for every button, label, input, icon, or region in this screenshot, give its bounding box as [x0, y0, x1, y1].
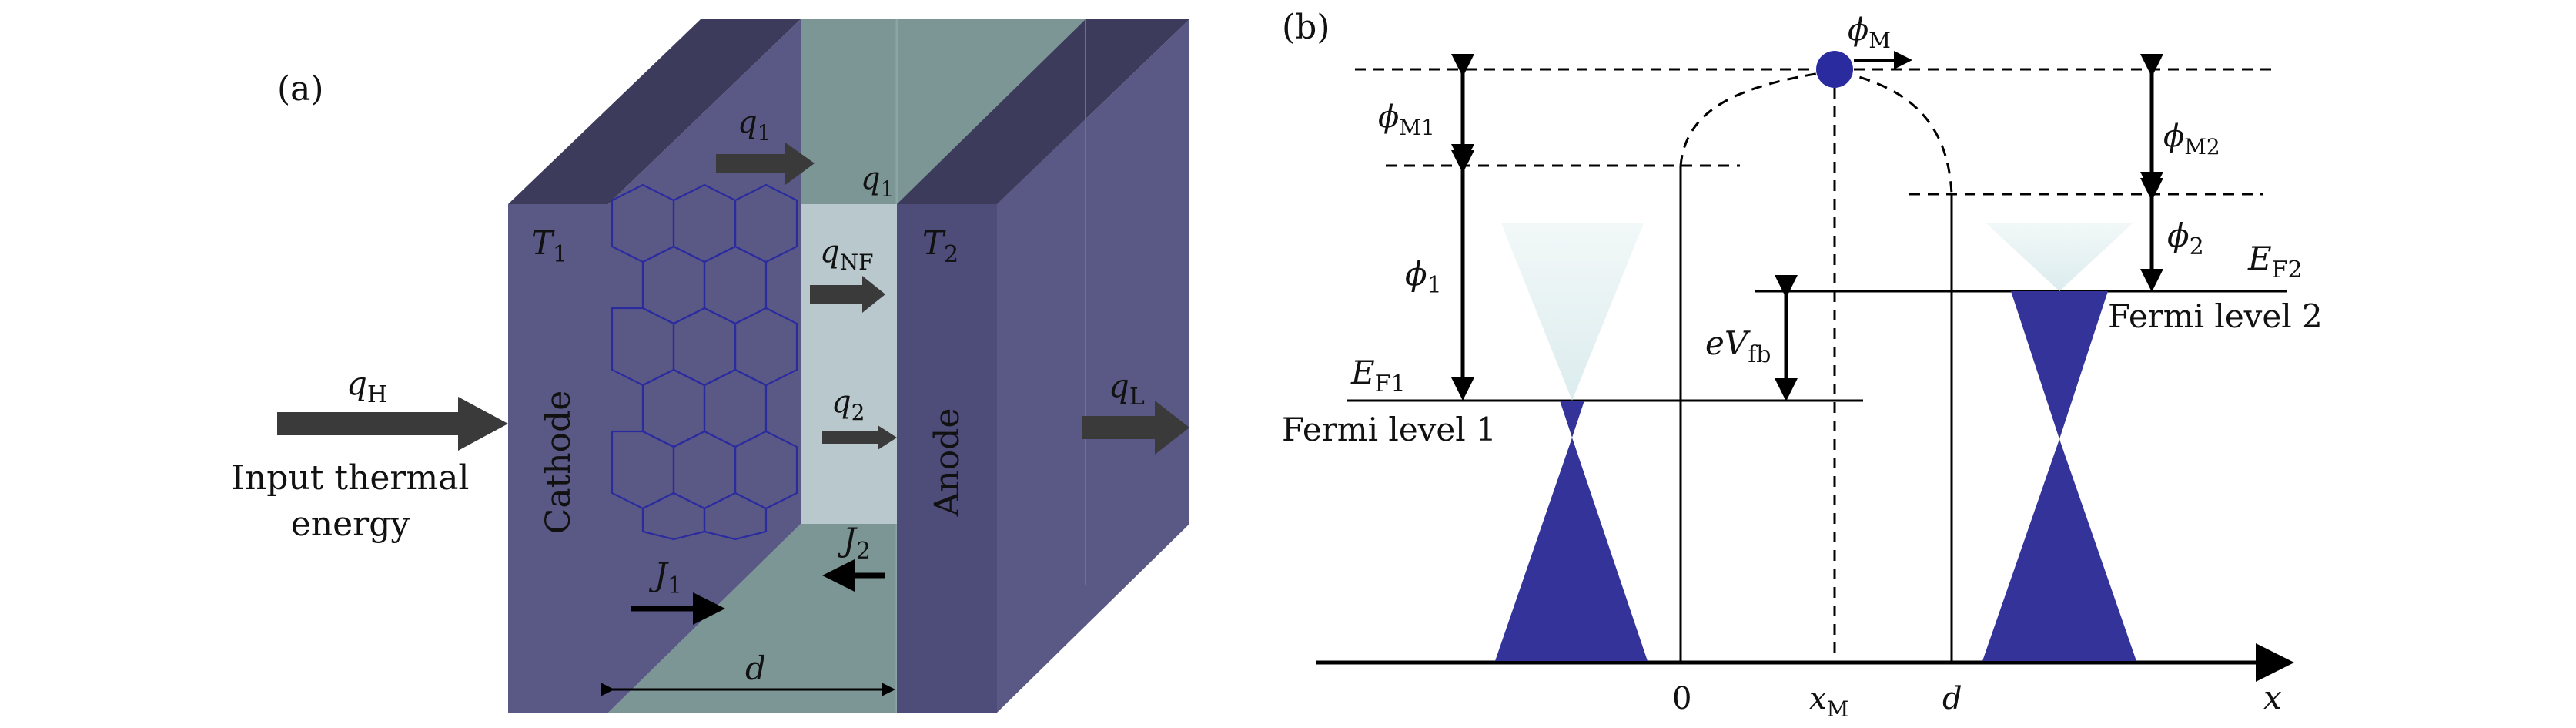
qNF-label: qNF — [820, 234, 874, 275]
T1-label: T1 — [531, 224, 567, 268]
d-label: d — [745, 649, 766, 687]
qH-label: qH — [346, 364, 387, 408]
EF1-label: EF1 — [1350, 354, 1406, 398]
panel-b: (b) x ϕM ϕM1 ϕ1 — [1282, 8, 2323, 722]
anode-side — [997, 19, 1189, 713]
qNF-arrow — [810, 276, 885, 313]
panel-a-label: (a) — [277, 69, 324, 109]
x-tick-d: d — [1942, 681, 1962, 716]
q1-top-arrow — [716, 143, 815, 185]
anode-cone-lower — [1982, 439, 2136, 661]
q2-label: q2 — [831, 384, 865, 425]
cathode-cone-upper-empty — [1501, 223, 1644, 401]
phi2-label: ϕ2 — [2167, 216, 2204, 260]
phiM2-label: ϕM2 — [2163, 119, 2220, 159]
T2-label: T2 — [922, 224, 958, 268]
barrier-curve — [1679, 69, 1953, 195]
fermi-level-2-label: Fermi level 2 — [2108, 297, 2323, 335]
phiM-label: ϕM — [1848, 12, 1891, 53]
x-axis-label: x — [2263, 679, 2282, 716]
qL-arrow — [1082, 401, 1189, 455]
cathode-top — [508, 19, 801, 204]
graphene-lattice — [611, 183, 798, 541]
eVfb-label: eVfb — [1705, 324, 1771, 368]
panel-b-label: (b) — [1282, 8, 1330, 47]
anode-cone-upper-filled — [2011, 291, 2108, 439]
input-line2: energy — [291, 505, 410, 544]
q1-top-label: q1 — [738, 105, 771, 146]
anode-top — [897, 19, 1189, 204]
cathode-front — [508, 204, 608, 713]
input-line1: Input thermal — [231, 458, 469, 498]
cathode-label: Cathode — [539, 391, 578, 535]
anode-front — [897, 204, 997, 713]
fermi-level-1-label: Fermi level 1 — [1282, 411, 1497, 448]
phi1-label: ϕ1 — [1405, 255, 1442, 299]
cathode-inner-face — [608, 19, 801, 713]
qH-arrow — [277, 397, 508, 451]
cathode-cone-lower — [1495, 438, 1648, 661]
x-tick-0: 0 — [1672, 681, 1691, 716]
EF2-label: EF2 — [2247, 240, 2303, 283]
electron — [1816, 51, 1853, 88]
qL-label: qL — [1109, 367, 1145, 411]
q1-gap-label: q1 — [861, 161, 894, 202]
anode-cone-upper-empty — [1986, 223, 2133, 291]
anode-label: Anode — [928, 408, 967, 518]
panel-a: (a) — [231, 19, 1189, 713]
cathode-cone-upper-filled — [1560, 401, 1584, 438]
x-tick-xM: xM — [1809, 681, 1848, 722]
q2-arrow — [822, 425, 897, 450]
gap-interior — [801, 204, 897, 524]
phiM1-label: ϕM1 — [1378, 99, 1435, 140]
